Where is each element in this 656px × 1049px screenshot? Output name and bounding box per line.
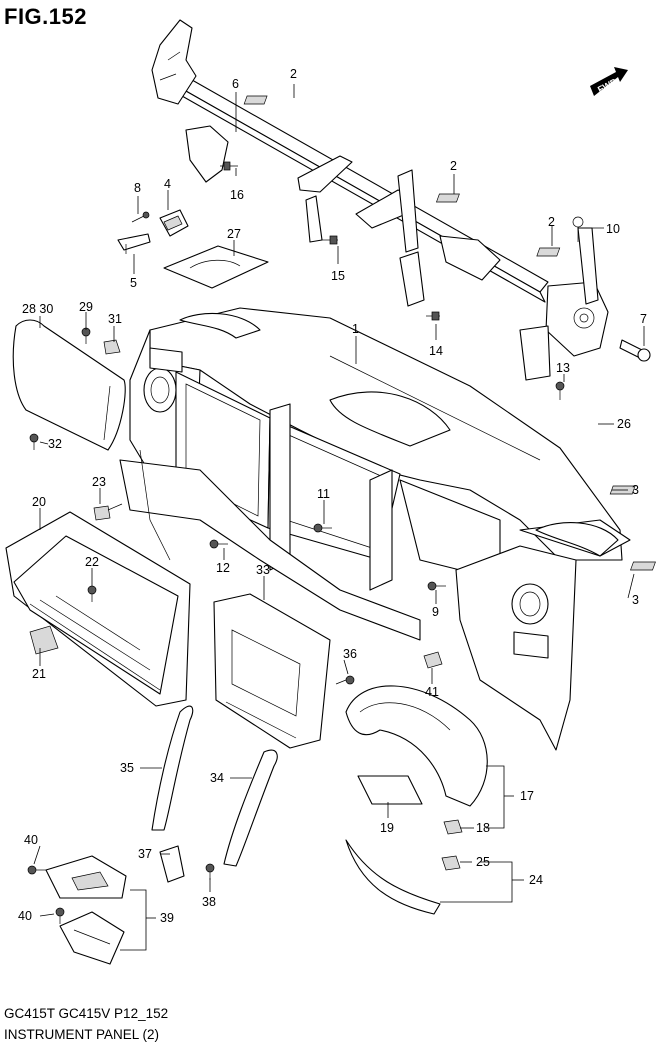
screw-11 [313,523,332,533]
model-code: GC415T GC415V P12_152 [4,1006,169,1021]
label-6: 6 [232,77,239,91]
bolt-16 [220,161,238,171]
label-37: 37 [138,847,152,861]
clip-25 [441,855,461,871]
label-40a: 40 [24,833,38,847]
label-7: 7 [640,312,647,326]
screw-38 [205,863,215,880]
label-34: 34 [210,771,224,785]
glove-box-20 [5,511,191,707]
screw-40a [27,865,46,875]
label-31: 31 [108,312,122,326]
label-36: 36 [343,647,357,661]
lower-tray-39 [45,855,127,965]
screw-40b [55,907,65,924]
label-12: 12 [216,561,230,575]
clip-18 [443,819,463,835]
label-1: 1 [352,322,359,336]
label-33: 33 [256,563,270,577]
label-4: 4 [164,177,171,191]
label-17: 17 [520,789,534,803]
instrument-panel-body [119,307,631,751]
label-13: 13 [556,361,570,375]
fwd-label: FWD [596,76,619,95]
label-21: 21 [32,667,46,681]
clip-31 [103,339,121,355]
part-number-labels: 2 6 16 8 4 2 2 10 27 5 15 28 30 29 31 1 … [18,67,647,925]
trim-35 [151,705,194,831]
screw-36 [335,675,355,685]
label-41: 41 [425,685,439,699]
screw-8 [131,211,150,223]
label-2c: 2 [548,215,555,229]
bolt-13 [555,381,565,400]
label-19: 19 [380,821,394,835]
label-5: 5 [130,276,137,290]
label-23: 23 [92,475,106,489]
figure-title: FIG.152 [4,4,87,29]
bolt-14 [426,311,440,321]
label-2a: 2 [290,67,297,81]
label-40b: 40 [18,909,32,923]
label-20: 20 [32,495,46,509]
leader-lines [33,84,645,951]
center-garnish-33 [213,593,331,749]
steering-support-member [151,19,609,381]
bracket-37 [159,845,185,883]
label-15: 15 [331,269,345,283]
fwd-arrow-icon: FWD [590,67,628,96]
label-2b: 2 [450,159,457,173]
label-28-30: 28 30 [22,302,53,316]
pad-2c [536,247,561,257]
label-26: 26 [617,417,631,431]
label-18: 18 [476,821,490,835]
side-cover-28-30 [12,319,126,451]
label-8: 8 [134,181,141,195]
label-25: 25 [476,855,490,869]
label-29: 29 [79,300,93,314]
label-27: 27 [227,227,241,241]
connector-23 [93,503,123,521]
label-35: 35 [120,761,134,775]
screw-10 [572,216,584,242]
section-name: INSTRUMENT PANEL (2) [4,1027,160,1042]
label-9: 9 [432,605,439,619]
bolt-15 [322,235,338,245]
pad-2a [243,95,268,105]
label-14: 14 [429,344,443,358]
label-38: 38 [202,895,216,909]
screw-12 [209,539,228,549]
screw-29 [81,327,91,344]
label-24: 24 [529,873,543,887]
connector-5 [117,233,151,254]
bracket-19 [357,775,423,805]
meter-hood-17 [345,685,488,807]
label-39: 39 [160,911,174,925]
label-3b: 3 [632,593,639,607]
pad-3b [630,561,656,571]
latch-21 [29,625,59,655]
clip-41 [423,651,443,669]
label-16: 16 [230,188,244,202]
cover-27 [163,245,269,289]
screw-9 [427,581,446,591]
pad-2b [436,193,460,203]
label-22: 22 [85,555,99,569]
label-10: 10 [606,222,620,236]
label-32: 32 [48,437,62,451]
lower-cover-24 [345,839,441,915]
label-11: 11 [317,487,330,501]
label-3a: 3 [632,483,639,497]
bolt-7 [619,339,651,362]
trim-34 [223,749,278,867]
switch-4 [159,209,189,237]
screw-32 [29,433,39,450]
